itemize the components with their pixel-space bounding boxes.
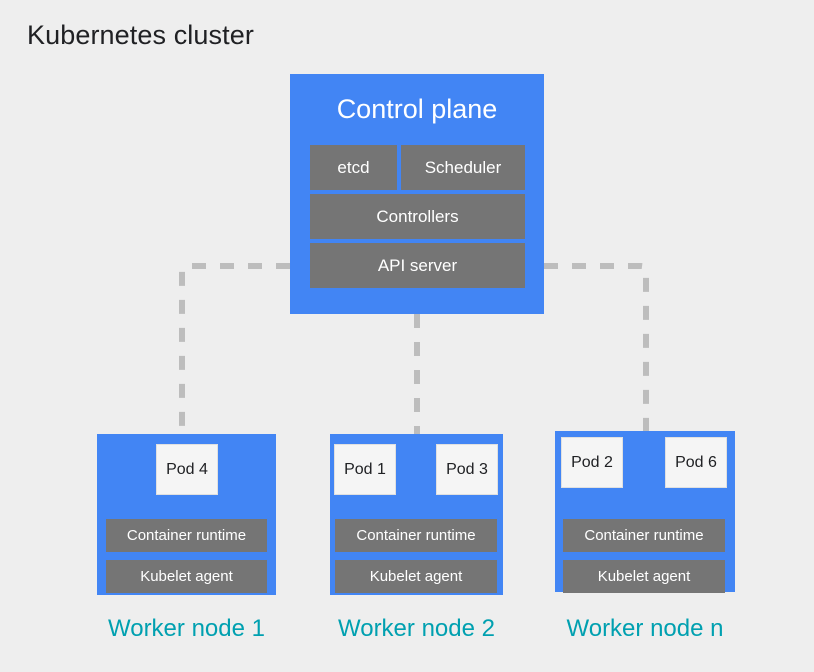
component-controllers[interactable]: Controllers (310, 194, 525, 239)
kubelet-agent[interactable]: Kubelet agent (106, 560, 267, 593)
worker-node-n-caption: Worker node n (566, 615, 724, 642)
worker-node-1-box[interactable]: Pod 4 Container runtime Kubelet agent (97, 434, 276, 595)
page-title: Kubernetes cluster (27, 20, 254, 50)
worker-node-2-box[interactable]: Pod 1 Pod 3 Container runtime Kubelet ag… (330, 434, 503, 595)
pod-box[interactable]: Pod 2 (561, 437, 623, 488)
control-plane-title: Control plane (336, 94, 498, 124)
pod-box[interactable]: Pod 3 (436, 444, 498, 495)
worker-node-2-caption: Worker node 2 (338, 615, 495, 642)
kubelet-agent[interactable]: Kubelet agent (563, 560, 725, 593)
container-runtime[interactable]: Container runtime (106, 519, 267, 552)
pod-box[interactable]: Pod 1 (334, 444, 396, 495)
container-runtime[interactable]: Container runtime (335, 519, 497, 552)
control-plane-box[interactable]: Control plane etcd Scheduler Controllers… (290, 74, 544, 314)
component-scheduler[interactable]: Scheduler (401, 145, 525, 190)
container-runtime[interactable]: Container runtime (563, 519, 725, 552)
component-etcd[interactable]: etcd (310, 145, 397, 190)
component-api-server[interactable]: API server (310, 243, 525, 288)
pod-box[interactable]: Pod 4 (156, 444, 218, 495)
worker-node-1-caption: Worker node 1 (108, 615, 265, 642)
worker-node-n-box[interactable]: Pod 2 Pod 6 Container runtime Kubelet ag… (555, 431, 735, 593)
kubelet-agent[interactable]: Kubelet agent (335, 560, 497, 593)
pod-box[interactable]: Pod 6 (665, 437, 727, 488)
